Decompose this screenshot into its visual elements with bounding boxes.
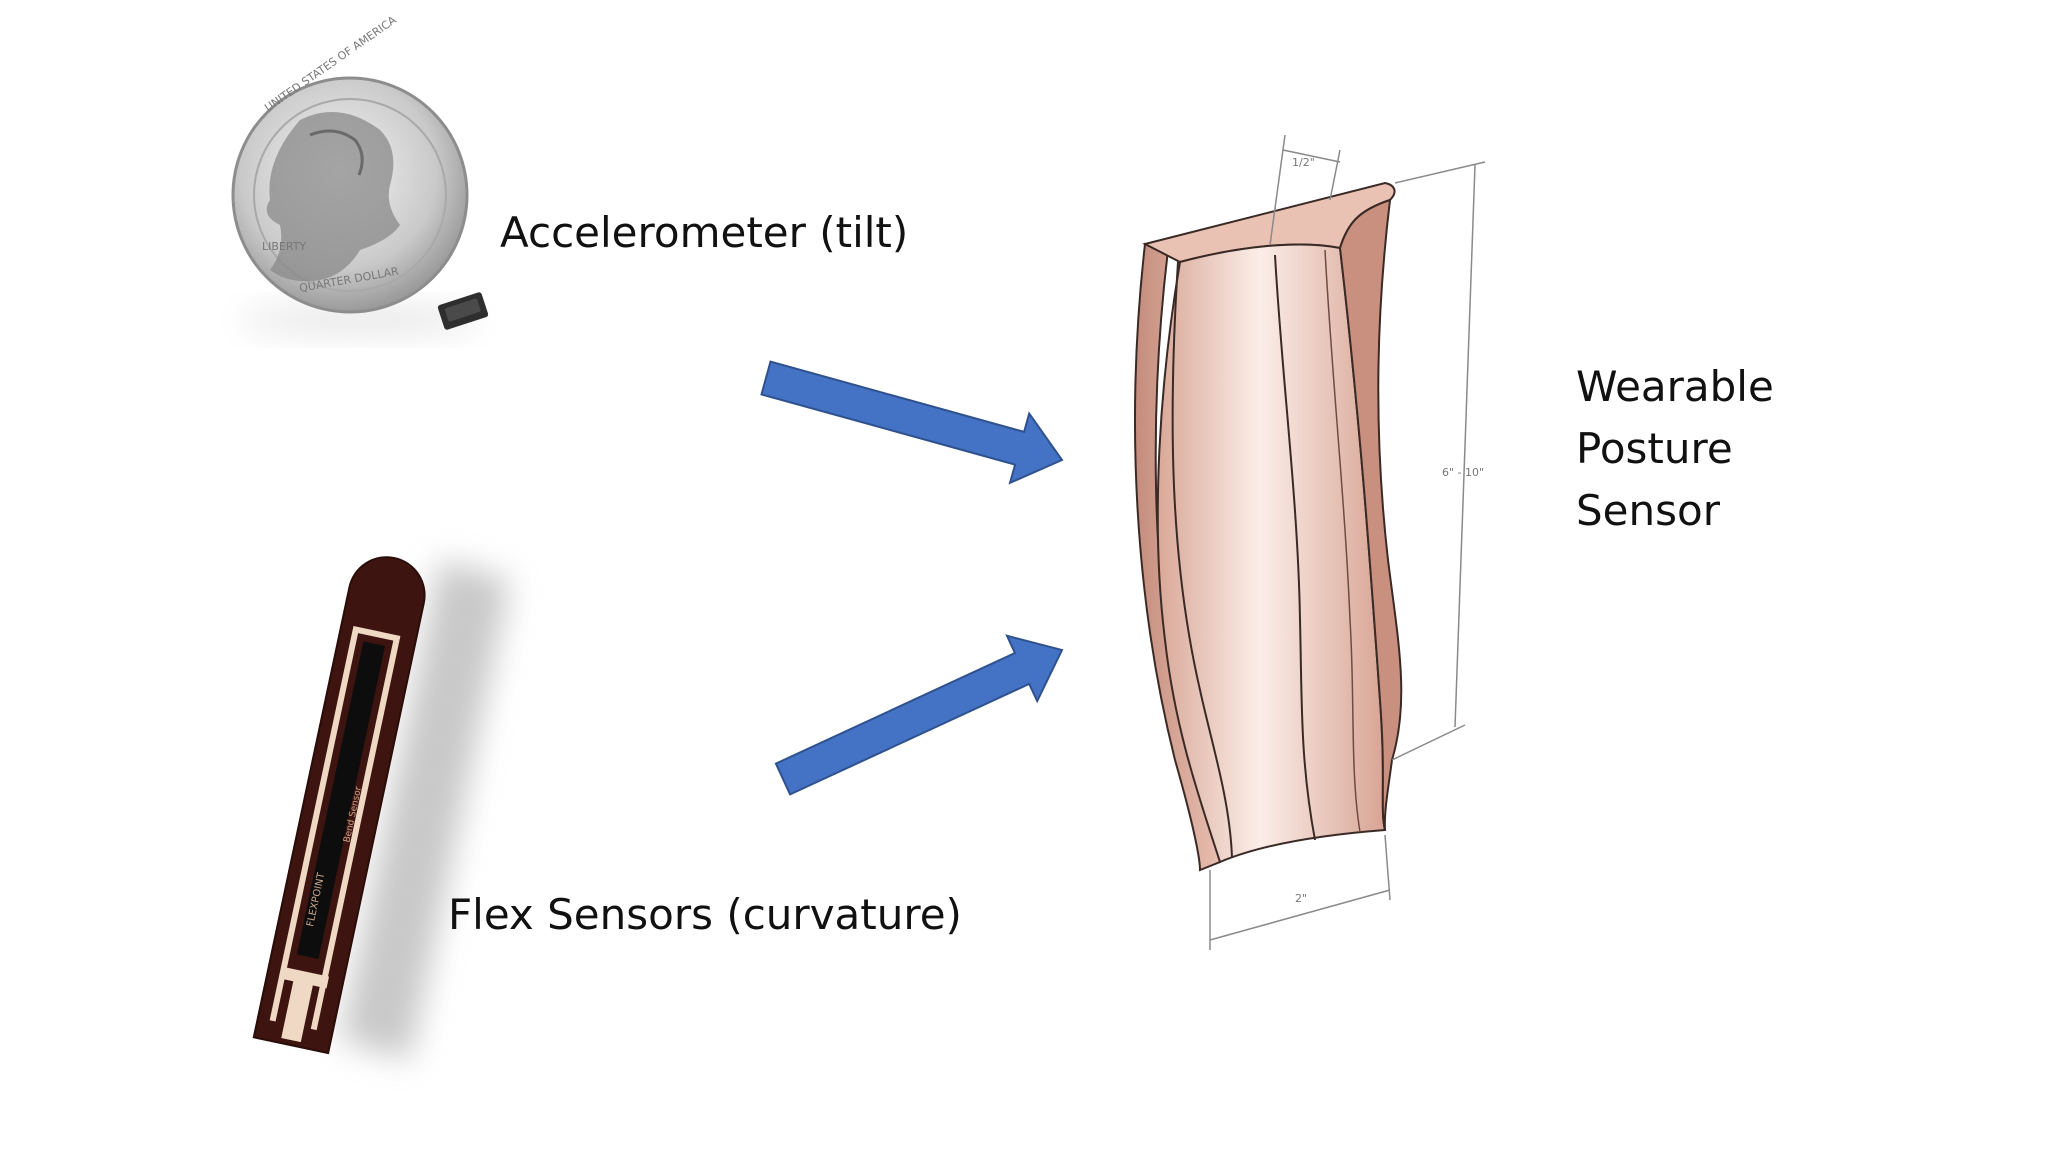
dim-top-width: 1/2" [1292, 156, 1315, 169]
accelerometer-label: Accelerometer (tilt) [500, 208, 909, 257]
dimension-annotations [1209, 134, 1486, 950]
wearable-posture-sensor-label: Wearable Posture Sensor [1576, 356, 1774, 542]
wearable-sensor-image [1134, 181, 1403, 872]
wearable-label-line-2: Posture [1576, 424, 1733, 473]
dim-height: 6" - 10" [1442, 466, 1484, 479]
dim-bottom-width: 2" [1295, 892, 1307, 905]
flex-sensors-label: Flex Sensors (curvature) [448, 890, 962, 939]
accelerometer-chip [437, 292, 489, 330]
arrow-flex-to-sensor [774, 634, 1064, 796]
wearable-label-line-1: Wearable [1576, 362, 1774, 411]
flex-sensor-image: FLEXPOINT Bend Sensor [252, 556, 510, 1060]
coin-text-liberty: LIBERTY [262, 240, 306, 253]
wearable-label-line-3: Sensor [1576, 486, 1720, 535]
coin-image: UNITED STATES OF AMERICA LIBERTY QUARTER… [231, 13, 489, 334]
arrow-accelerometer-to-sensor [760, 360, 1064, 485]
